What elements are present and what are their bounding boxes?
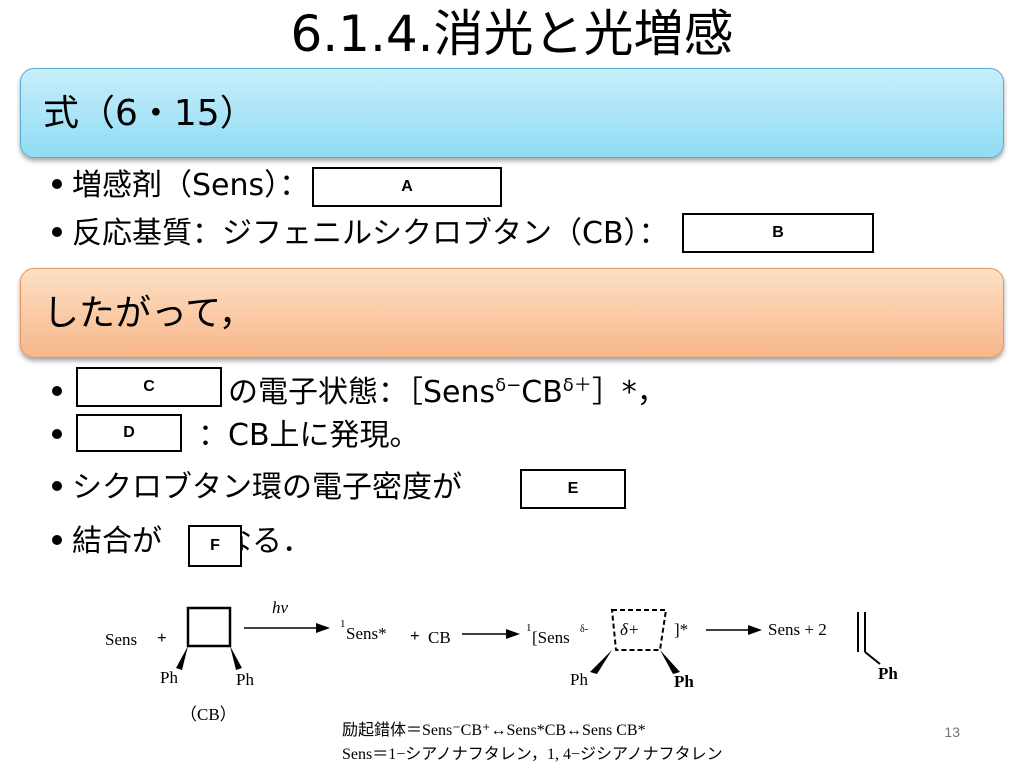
bullet-electronic-state: の電子状態：［Sensδ−CBδ＋］*， [52,366,667,413]
wedge-bond-right-2 [660,650,680,674]
scheme-ph-3: Ph [570,670,588,689]
page-number: 13 [944,724,960,740]
wedge-bond-left-2 [590,650,612,674]
scheme-ph-5: Ph [878,664,898,683]
scheme-close: ]* [674,620,689,639]
bullet-dot [52,534,62,545]
delta-minus-sup: δ− [495,375,522,396]
scheme-delta-minus: δ- [580,624,589,635]
scheme-sens-definition: Sens＝1−シアノナフタレン，1, 4−ジシアノナフタレン [342,746,723,763]
blank-box-b: B [682,213,874,253]
bullet-sensitizer: 増感剤（Sens）： [52,166,309,206]
bullet-bond: 結合がなる． [52,522,312,562]
bullet-dot [52,226,62,237]
scheme-delta-plus: δ+ [620,620,640,639]
bullet-text-end: ］*， [591,375,667,410]
wedge-bond-left [176,646,188,670]
blank-box-label: D [123,424,135,441]
bond-to-ph [864,651,881,665]
cyclobutane-ring [186,606,232,648]
bullet-substrate: 反応基質：ジフェニルシクロブタン（CB）： [52,214,669,254]
arrow-1-head [316,623,330,633]
bullet-dot [52,428,62,439]
arrow-3-head [748,625,762,635]
scheme-ph-left: Ph [160,668,178,687]
bullet-text: ：CB上に発現。 [198,418,420,453]
scheme-sens: Sens [105,630,138,649]
blank-box-label: C [143,378,155,395]
blank-box-label: A [401,178,413,195]
scheme-ph-right: Ph [236,670,254,689]
blank-box-e: E [520,469,626,509]
blank-box-label: B [772,224,784,241]
equation-banner: 式（6・15） [20,68,1004,158]
wedge-bond-right [230,646,242,670]
scheme-step1: Sens* [346,624,387,643]
scheme-exciplex-line: 励起錯体＝Sens⁻CB⁺↔Sens*CB↔Sens CB* [342,722,646,739]
reaction-scheme-graphics [176,606,881,674]
bullet-location: ：CB上に発現。 [52,416,420,456]
therefore-banner: したがって， [20,268,1004,358]
bullet-text-cb: CB [521,375,563,410]
bullet-dot [52,178,62,189]
arrow-2-head [506,629,520,639]
scheme-plus: + [157,628,167,647]
therefore-banner-label: したがって， [43,293,255,334]
reaction-scheme: Sens + Ph Ph （CB） hν 1 Sens* + CB 1 [Sen… [0,590,1024,768]
scheme-product: Sens + 2 [768,620,827,639]
bullet-text: 結合が [72,524,162,559]
equation-banner-label: 式（6・15） [43,93,256,134]
blank-box-f: F [188,525,242,567]
bullet-text: の電子状態：［Sens [228,375,496,410]
blank-box-a: A [312,167,502,207]
scheme-step2-sup: 1 [526,622,532,634]
scheme-ph-4: Ph [674,672,694,691]
slide-title: 6.1.4.消光と光増感 [290,5,734,63]
scheme-cb-label: （CB） [180,705,237,724]
bullet-text: 反応基質：ジフェニルシクロブタン（CB）： [72,216,669,251]
bullet-dot [52,480,62,491]
blank-box-label: F [210,537,220,554]
bullet-text: 増感剤（Sens）： [72,168,310,203]
exciplex-ring [610,609,668,651]
scheme-step1-sup: 1 [340,618,346,630]
scheme-cb: CB [428,628,451,647]
delta-plus-sup: δ＋ [562,375,592,396]
scheme-hv: hν [272,598,289,617]
blank-box-c: C [76,367,222,407]
scheme-plus-2: + [410,626,420,645]
blank-box-d: D [76,414,182,452]
scheme-step2: [Sens [532,628,570,647]
bullet-electron-density: シクロブタン環の電子密度が [52,468,462,508]
bullet-text: シクロブタン環の電子密度が [72,470,462,505]
bullet-dot [52,385,62,396]
blank-box-label: E [567,480,579,497]
